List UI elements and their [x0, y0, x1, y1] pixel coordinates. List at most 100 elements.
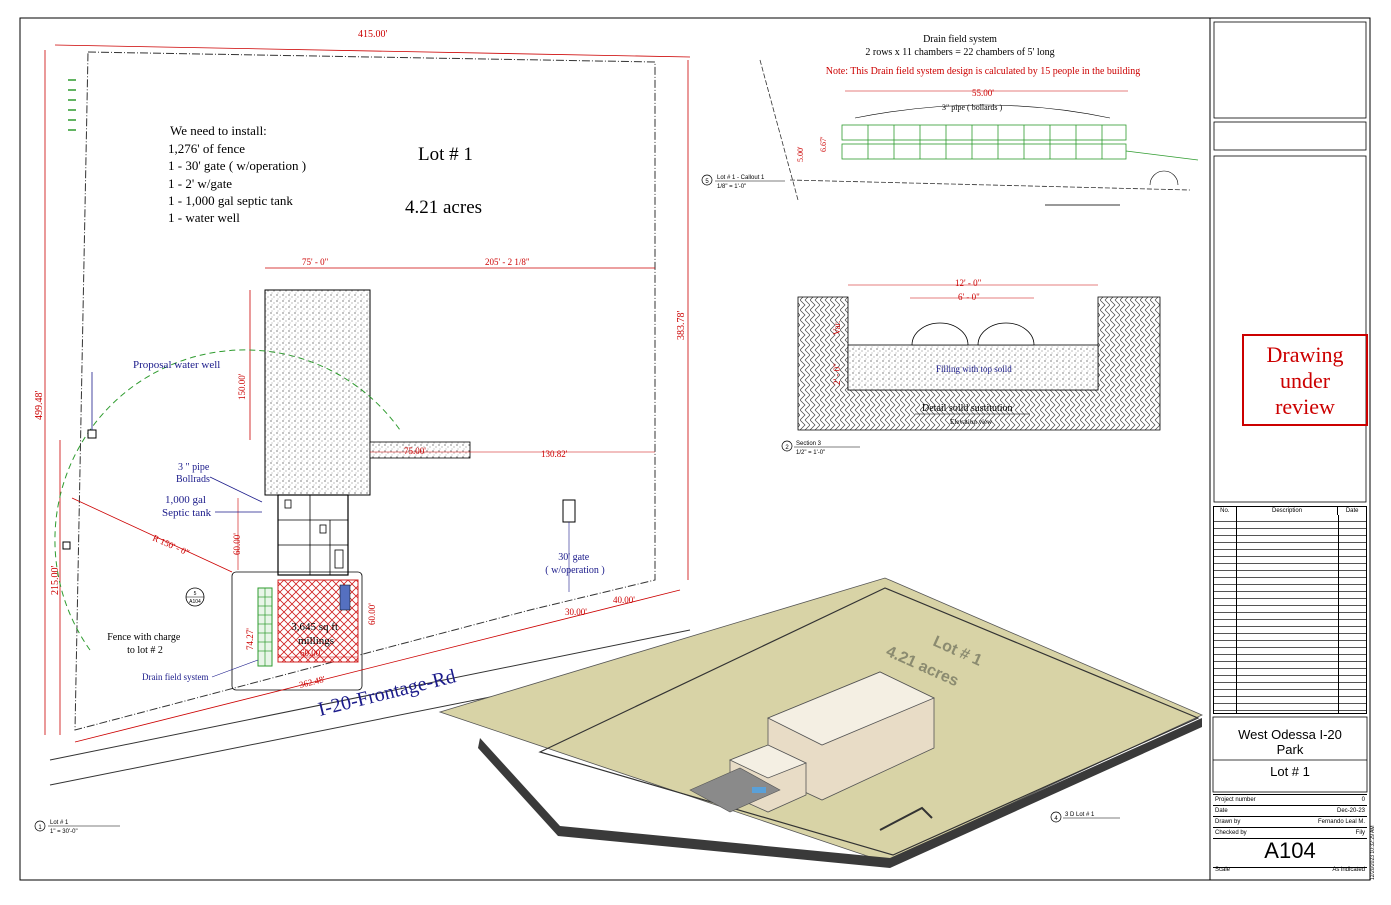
iso-fence	[538, 587, 1200, 856]
road-edge-1	[49, 629, 691, 761]
rev-col-date: Date	[1345, 508, 1359, 514]
review-stamp: Drawing under review	[1242, 334, 1368, 426]
consultant-box	[1213, 121, 1367, 151]
notes-box	[1213, 155, 1367, 503]
drain-title: Drain field system	[923, 34, 997, 45]
iso-gate	[879, 806, 933, 831]
detail-label: Detail soild sustitution	[922, 403, 1013, 414]
lot-boundary	[74, 51, 656, 731]
dim-74: 74.27'	[245, 628, 255, 650]
drain-chambers	[258, 588, 272, 666]
scale-value: As indicated	[1332, 867, 1365, 873]
dim-75b: 75.00'	[404, 446, 426, 456]
chamber-rows	[841, 124, 1199, 161]
revision-rows	[1214, 515, 1366, 713]
view-num-5: 5	[705, 179, 709, 185]
view-marker-5	[701, 174, 713, 186]
fence-charge-label: Fence with charge to lot # 2	[107, 632, 183, 656]
drain-dim-5: 5.00'	[796, 146, 805, 162]
parked-vehicle	[339, 584, 351, 611]
project-box	[1212, 716, 1368, 793]
project-number: 0	[1361, 797, 1365, 803]
dim-left: 499.48'	[34, 391, 45, 421]
title-block-frame	[1209, 17, 1371, 881]
dim-60r: 60.00'	[367, 603, 377, 625]
iso-roof	[767, 671, 935, 746]
view-marker-4	[1050, 811, 1062, 823]
project-name: West Odessa I-20 Park	[1213, 727, 1367, 757]
gate-label: 30' gate ( w/operation )	[545, 552, 604, 576]
project-name-line-1: West Odessa I-20	[1238, 727, 1342, 742]
section-detail: 12' - 0" 6' - 0" Var. 2' - 0" Filling wi…	[781, 278, 1161, 456]
dim-30: 30.00'	[565, 607, 587, 617]
checked-value: Fily	[1355, 830, 1365, 836]
rev-col-desc: Description	[1237, 507, 1339, 515]
site-enclosure	[231, 571, 363, 691]
view-name-5: Lot # 1 - Callout 1	[717, 175, 765, 181]
well-symbol	[87, 429, 97, 439]
septic-label: 1,000 gal Septic tank	[162, 494, 212, 519]
view-scale-2: 1/2" = 1'-0"	[796, 450, 825, 456]
sheet-number: A104	[1213, 834, 1367, 868]
view-name-4: 3 D Lot # 1	[1065, 812, 1095, 818]
dim-150: 150.00'	[237, 373, 247, 400]
fill-layer	[847, 344, 1099, 391]
drain-field-label: Drain field system	[142, 672, 209, 682]
dim-130: 130.82'	[541, 449, 568, 459]
view-num-4: 4	[1054, 816, 1058, 822]
dim-40: 40.00'	[613, 595, 635, 605]
dim-top: 415.00'	[358, 29, 388, 40]
view-name-2: Section 3	[796, 441, 822, 447]
section-dim-2: 2' - 0"	[832, 363, 842, 385]
callout-num: 5	[194, 591, 197, 597]
filling-label: Filling with top soild	[936, 364, 1012, 374]
dim-60v: 60.00'	[232, 533, 242, 555]
iso-car	[752, 787, 766, 793]
checked-label: Checked by	[1215, 830, 1247, 836]
millings-label: 3,645 sq ft millings	[291, 621, 341, 647]
project-info: Project number 0 Date Dec-20-23 Drawn by Fe…	[1213, 794, 1367, 876]
project-number-label: Project number	[1215, 797, 1256, 803]
drain-dim-55: 55.00'	[972, 88, 994, 98]
drain-boundary	[759, 59, 799, 201]
lot-acres: 4.21 acres	[405, 197, 482, 218]
site-plan: 415.00' 499.48' 383.78' 215.00' We need …	[34, 29, 701, 835]
road-label: I-20-Frontage-Rd	[316, 665, 458, 720]
elevation-label: Elevation view	[950, 418, 993, 426]
gate-symbol	[62, 541, 71, 550]
dim-75: 75' - 0"	[302, 257, 329, 267]
view-num-2: 2	[785, 445, 789, 451]
dim-362: 362.48'	[298, 674, 326, 690]
review-line-1: Drawing	[1266, 342, 1344, 367]
water-well-label: Proposal water well	[133, 359, 220, 371]
scale-label: Scale	[1215, 867, 1231, 873]
date-label: Date	[1215, 808, 1228, 814]
fence-marks	[68, 79, 76, 131]
office-plan	[277, 494, 349, 576]
drawn-value: Fernando Leal M.	[1317, 819, 1365, 825]
date-value: Dec-20-23	[1336, 808, 1365, 814]
print-stamp: 12/20/2023 10:32:29 AM	[1370, 825, 1376, 881]
iso-office-roof	[728, 744, 808, 779]
dim-right: 383.78'	[676, 311, 687, 341]
iso-parking	[689, 767, 781, 813]
drain-note: Note: This Drain field system design is …	[826, 66, 1140, 77]
dim-205: 205' - 2 1/8"	[485, 257, 530, 267]
drawn-label: Drawn by	[1215, 819, 1241, 825]
sheet-title: Lot # 1	[1270, 764, 1310, 779]
lot-title: Lot # 1	[418, 144, 473, 165]
chambers-section	[911, 322, 1035, 346]
view-scale-5: 1/8" = 1'-0"	[717, 184, 746, 190]
view-name-1: Lot # 1	[50, 820, 69, 826]
pipe-arc	[854, 104, 1111, 119]
review-line-3: review	[1275, 394, 1335, 419]
gate-operator	[562, 499, 576, 523]
drain-field-detail: Drain field system 2 rows x 11 chambers …	[701, 34, 1199, 206]
bollards-label: 3 " pipe Bollrads	[176, 462, 212, 485]
project-name-line-2: Park	[1276, 742, 1304, 757]
well-radius-arc	[54, 349, 401, 651]
section-dim-12: 12' - 0"	[955, 278, 982, 288]
view-scale-1: 1" = 30'-0"	[50, 829, 78, 835]
rev-col-no: No.	[1214, 507, 1237, 515]
